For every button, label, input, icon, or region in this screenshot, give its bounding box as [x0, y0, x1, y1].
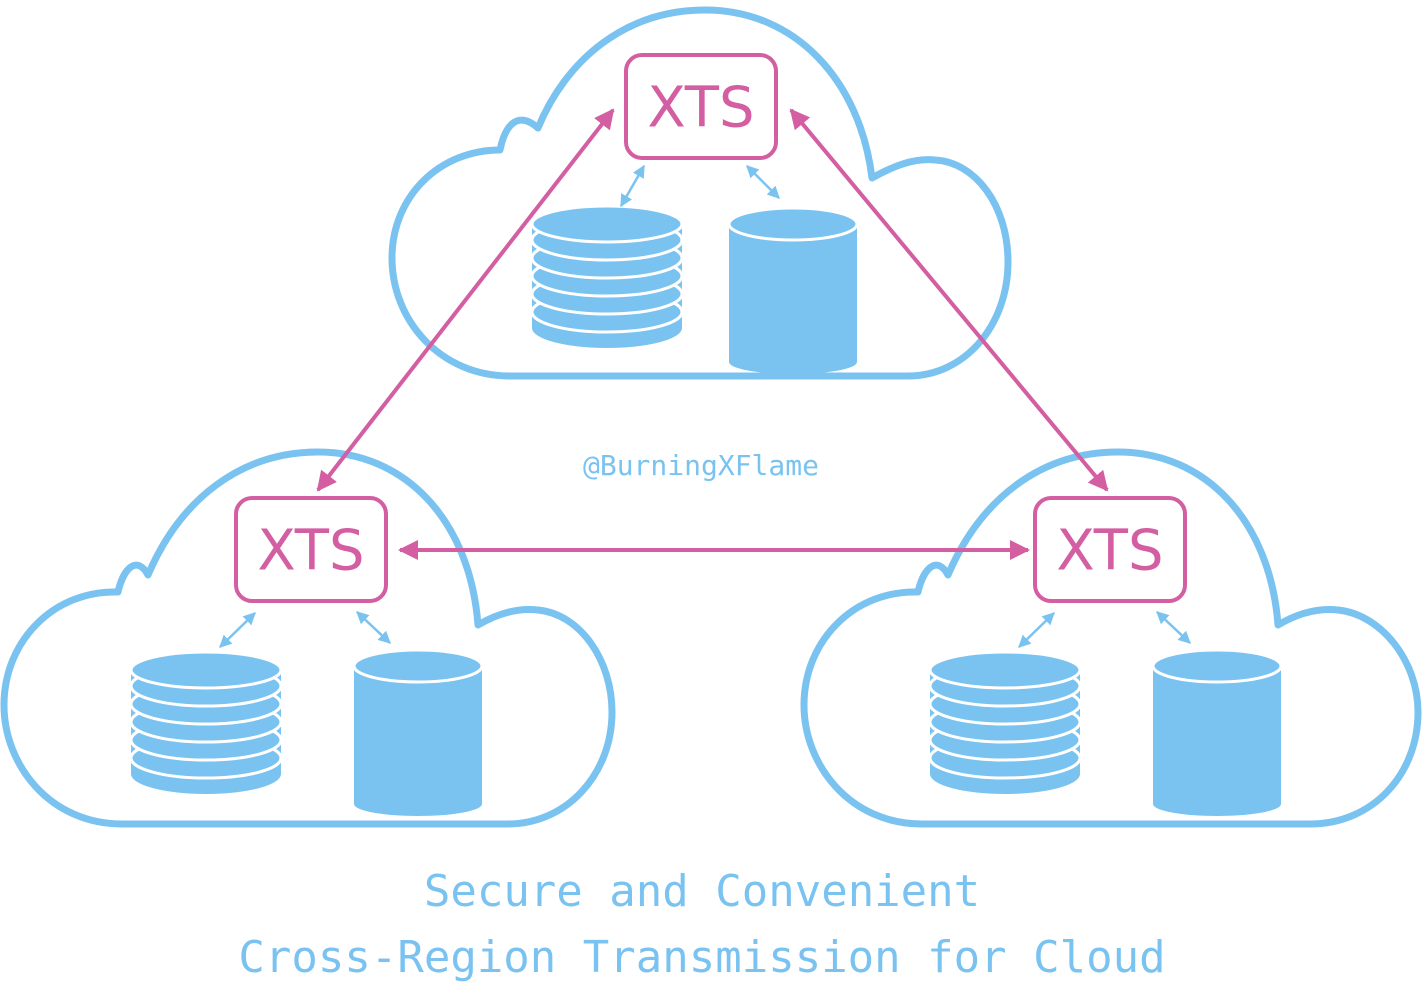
- stacked-database-icon: [530, 204, 684, 350]
- cylinder-database-icon: [352, 648, 484, 818]
- local-links: [219, 164, 1191, 648]
- cylinder-database-icon: [1151, 648, 1283, 818]
- caption-line-2: Cross-Region Transmission for Cloud: [238, 932, 1165, 983]
- caption-line-1: Secure and Convenient: [424, 866, 980, 917]
- cylinder-database-icon: [727, 206, 859, 376]
- link-top-bottom-left: [316, 108, 615, 492]
- link-top-bottom-right: [789, 108, 1109, 492]
- stacked-database-icon: [928, 650, 1082, 796]
- xts-node-bottom-left: XTS: [234, 496, 388, 603]
- inter-region-links: [316, 108, 1109, 560]
- watermark: @BurningXFlame: [583, 449, 819, 482]
- stacked-database-icon: [129, 650, 283, 796]
- xts-node-top: XTS: [624, 53, 778, 160]
- xts-label: XTS: [1056, 519, 1163, 584]
- xts-node-bottom-right: XTS: [1033, 496, 1187, 603]
- xts-label: XTS: [257, 519, 364, 584]
- xts-label: XTS: [647, 76, 754, 141]
